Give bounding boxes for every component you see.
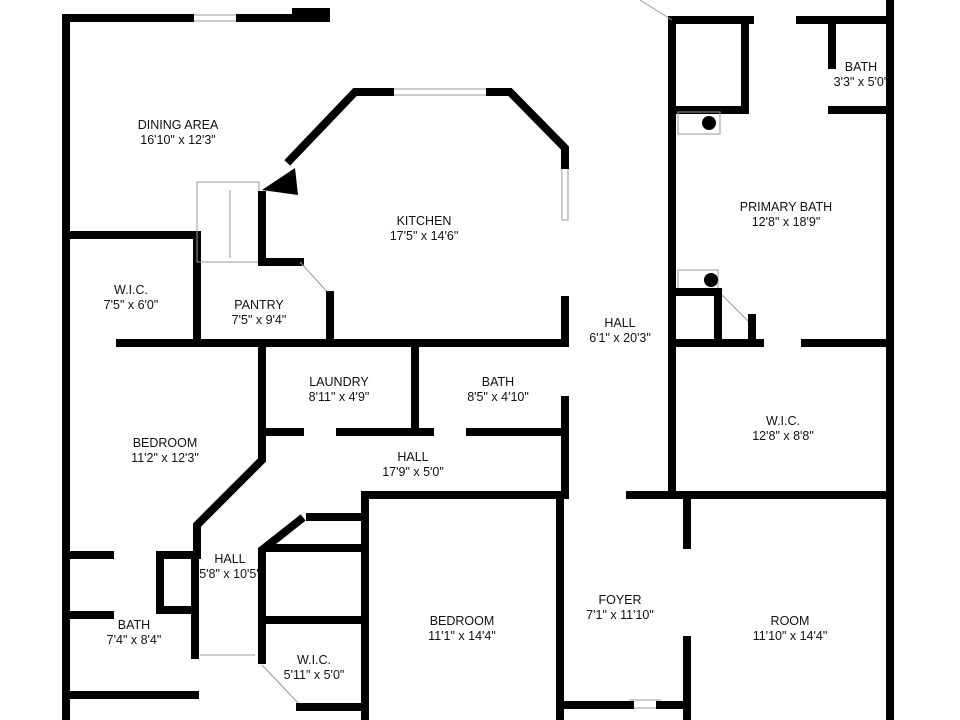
- room-dims: 7'1" x 11'10": [586, 608, 654, 622]
- room-name: FOYER: [598, 593, 642, 607]
- room-dims: 8'11" x 4'9": [308, 390, 370, 404]
- room-name: PANTRY: [234, 298, 284, 312]
- room-name: HALL: [214, 552, 246, 566]
- room-dims: 3'3" x 5'0": [833, 75, 889, 89]
- room-name: W.I.C.: [765, 414, 801, 428]
- room-dims: 17'9" x 5'0": [382, 465, 444, 479]
- room-name: KITCHEN: [396, 214, 452, 228]
- room-dims: 7'5" x 6'0": [103, 298, 159, 312]
- room-label-wic-lower: W.I.C.5'11" x 5'0": [284, 653, 345, 683]
- room-name: HALL: [604, 316, 636, 330]
- room-dims: 7'4" x 8'4": [106, 633, 162, 647]
- room-dims: 11'2" x 12'3": [131, 451, 199, 465]
- room-dims: 12'8" x 8'8": [752, 429, 814, 443]
- room-name: BEDROOM: [132, 436, 198, 450]
- room-dims: 16'10" x 12'3": [140, 133, 216, 147]
- room-dims: 6'1" x 20'3": [589, 331, 651, 345]
- room-dims: 8'5" x 4'10": [467, 390, 529, 404]
- room-name: HALL: [397, 450, 429, 464]
- room-name: BATH: [117, 618, 151, 632]
- room-dims: 5'11" x 5'0": [283, 668, 345, 682]
- room-label-wic: W.I.C.7'5" x 6'0": [104, 283, 159, 313]
- room-name: PRIMARY BATH: [739, 200, 833, 214]
- room-name: BEDROOM: [429, 614, 495, 628]
- room-name: ROOM: [770, 614, 810, 628]
- room-name: BATH: [481, 375, 515, 389]
- room-dims: 7'5" x 9'4": [231, 313, 287, 327]
- room-dims: 11'1" x 14'4": [428, 629, 496, 643]
- room-dims: 5'8" x 10'5": [199, 567, 261, 581]
- room-name: DINING AREA: [137, 118, 219, 132]
- room-name: W.I.C.: [296, 653, 332, 667]
- room-name: W.I.C.: [113, 283, 149, 297]
- room-label-wic-primary: W.I.C.12'8" x 8'8": [752, 414, 814, 444]
- room-name: BATH: [844, 60, 878, 74]
- room-dims: 11'10" x 14'4": [752, 629, 828, 643]
- room-dims: 17'5" x 14'6": [389, 229, 459, 243]
- room-name: LAUNDRY: [309, 375, 369, 389]
- room-dims: 12'8" x 18'9": [751, 215, 821, 229]
